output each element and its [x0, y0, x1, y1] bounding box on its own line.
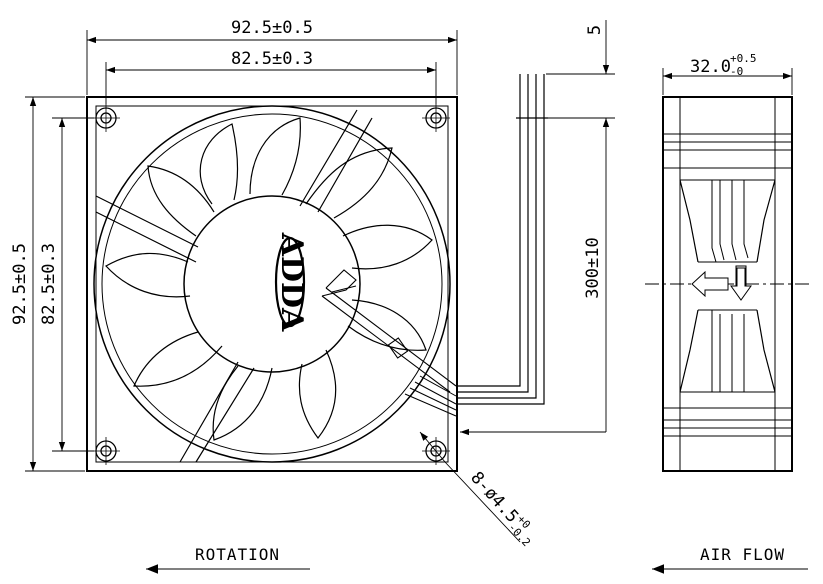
lead-wires — [456, 74, 548, 405]
mounting-holes — [92, 104, 450, 465]
svg-text:32.0: 32.0 — [690, 57, 731, 77]
depth-label: 32.0 +0.5 -0 — [690, 52, 757, 78]
fan-hub — [183, 195, 361, 373]
rotation-label: ROTATION — [195, 545, 280, 564]
fan-side-view — [645, 96, 810, 472]
wire-channel — [321, 269, 457, 417]
svg-text:+0.5: +0.5 — [730, 52, 757, 65]
fan-blades — [105, 117, 433, 441]
height-overall-label: 92.5±0.5 — [10, 243, 30, 325]
hole-spec-label: 8-ø4.5 +0 -0.2 — [466, 468, 533, 549]
airflow-arrow-icon — [691, 270, 729, 298]
svg-text:8-ø4.5: 8-ø4.5 — [466, 468, 522, 527]
cable-length-label: 300±10 — [583, 237, 603, 298]
fan-frame-outline — [86, 96, 458, 472]
cable-offset-label: 5 — [585, 25, 605, 35]
fan-front-view — [86, 74, 548, 472]
rotation-arrow-icon — [730, 267, 752, 301]
side-dimensions — [662, 68, 793, 95]
svg-text:-0: -0 — [730, 65, 743, 78]
width-overall-label: 92.5±0.5 — [231, 18, 313, 38]
front-dimensions — [25, 20, 615, 543]
width-holes-label: 82.5±0.3 — [231, 49, 313, 69]
airflow-label: AIR FLOW — [700, 545, 785, 564]
support-spokes — [95, 109, 373, 463]
height-holes-label: 82.5±0.3 — [39, 243, 59, 325]
